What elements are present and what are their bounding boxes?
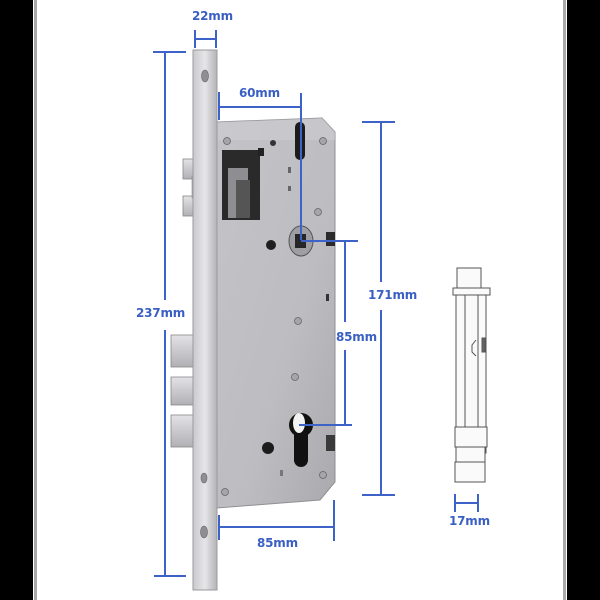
- dimension-case-height: 171mm: [368, 288, 418, 302]
- left-border-line: [34, 0, 37, 600]
- dimension-backset: 60mm: [239, 86, 280, 100]
- dimension-lines: [153, 30, 479, 577]
- dimension-center-distance: 85mm: [336, 330, 377, 344]
- right-border-line: [563, 0, 566, 600]
- lock-case: [216, 117, 336, 509]
- side-profile-view: [452, 267, 491, 483]
- dimension-case-depth: 85mm: [257, 536, 298, 550]
- dimension-faceplate-width: 22mm: [192, 9, 233, 23]
- dimension-faceplate-length: 237mm: [136, 306, 186, 320]
- faceplate: [192, 49, 218, 591]
- dimension-case-thickness: 17mm: [449, 514, 490, 528]
- screw-icons: [221, 137, 327, 496]
